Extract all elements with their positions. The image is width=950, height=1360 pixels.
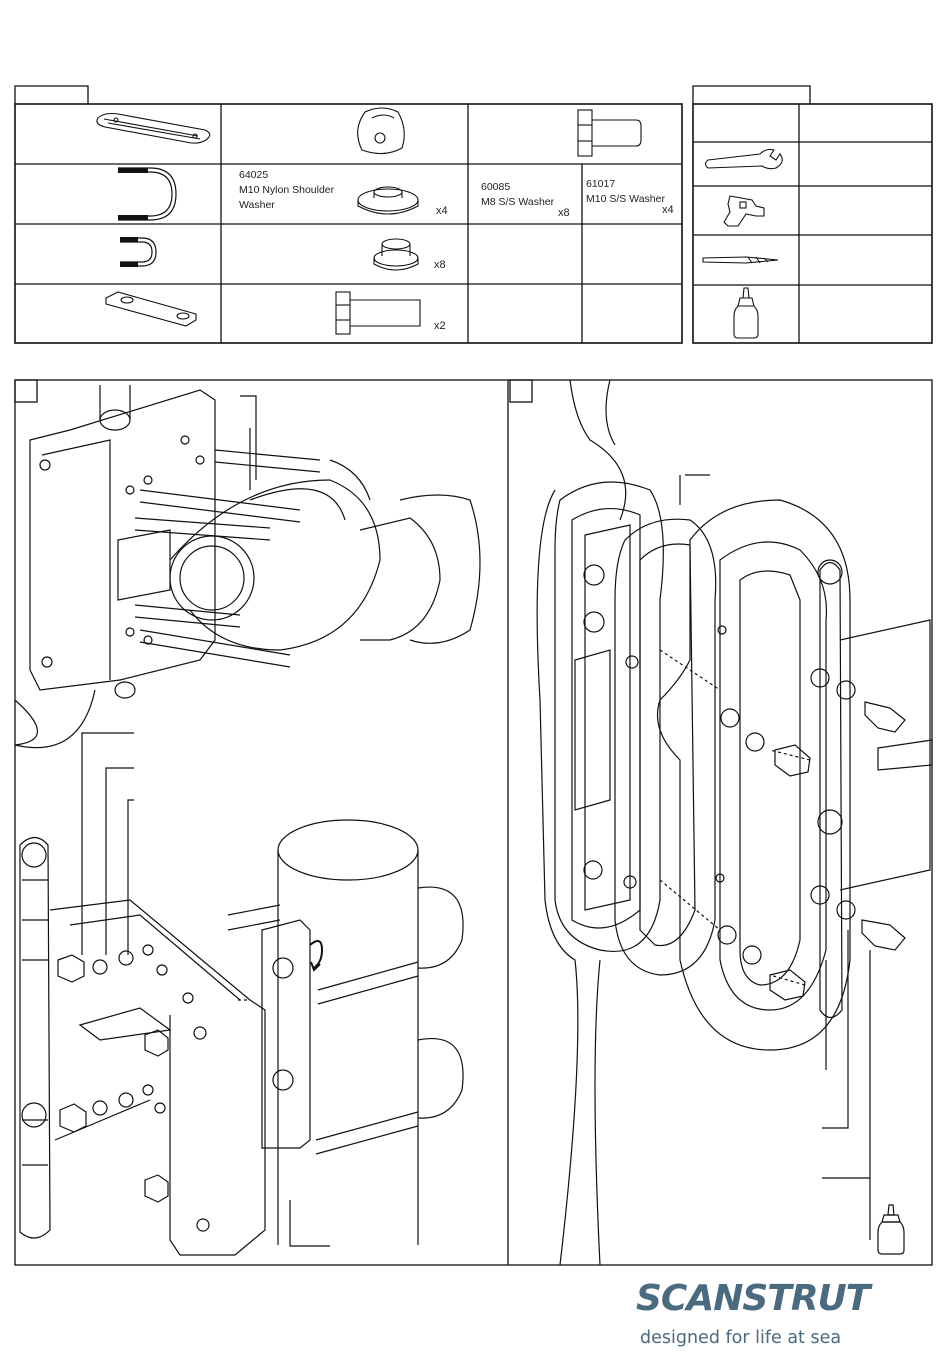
brand-logo: SCANSTRUT	[636, 1278, 869, 1319]
brand-tagline: designed for life at sea	[640, 1328, 841, 1348]
